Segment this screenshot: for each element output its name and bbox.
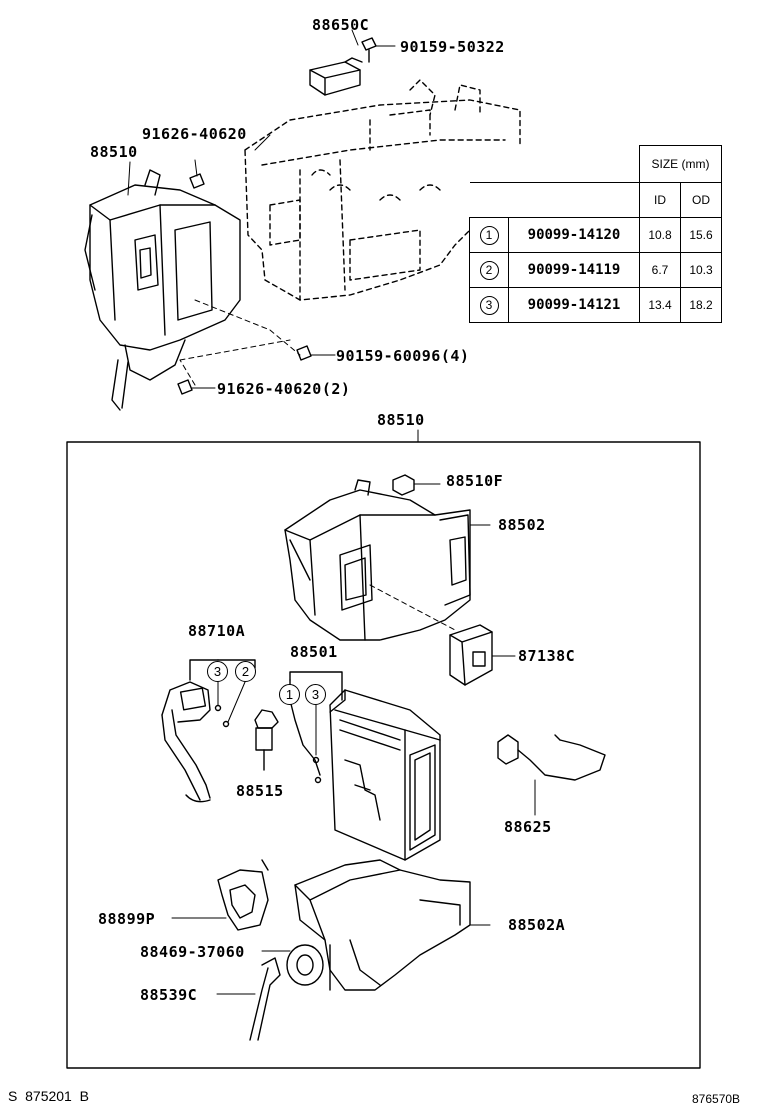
callout-90159-50322: 90159-50322 [400,38,505,56]
callout-88501: 88501 [290,643,338,661]
oring-dots-88501 [312,704,322,784]
relay-drawing [309,57,363,96]
callout-87138c: 87138C [518,647,576,665]
ref-circle-3-valve: 3 [207,661,228,682]
callout-90159-60096: 90159-60096(4) [336,347,470,365]
part-88539c-drawing [216,957,281,1041]
screw-91626-40620-drawing [189,159,205,189]
ref-circle-2-valve: 2 [235,661,256,682]
callout-88502a: 88502A [508,916,566,934]
part-88515-drawing [254,709,279,771]
row-od: 18.2 [680,287,722,323]
callout-88510-box: 88510 [377,411,425,429]
callout-88502: 88502 [498,516,546,534]
col-od-header: OD [680,182,722,218]
screw-90159-50322-drawing [361,37,396,63]
table-row: 2 90099-14119 6.7 10.3 [469,252,722,288]
size-table-blank [469,145,640,183]
size-table: SIZE (mm) ID OD 1 90099-14120 10.8 15.6 … [469,145,722,323]
callout-88539c: 88539C [140,986,198,1004]
size-header: SIZE (mm) [639,145,722,183]
oring-dots-88710a [214,681,246,728]
ac-housing-drawing [244,79,521,301]
callout-88710a: 88710A [188,622,246,640]
top-leader-dashes [179,299,301,386]
case-88502-drawing [284,479,491,641]
part-88899p-drawing [171,859,269,931]
screw-90159-60096-drawing [296,345,336,361]
callout-88650c: 88650C [312,16,370,34]
part-88469-37060-drawing [261,944,324,986]
size-table-blank-2 [470,183,640,218]
part-88510f-drawing [392,474,441,496]
callout-88510f: 88510F [446,472,504,490]
row-od: 15.6 [680,217,722,253]
row-id: 10.8 [639,217,681,253]
callout-88899p: 88899P [98,910,156,928]
row-id: 6.7 [639,252,681,288]
part-88625-drawing [497,734,606,816]
row-part: 90099-14121 [508,287,640,323]
row-part: 90099-14120 [508,217,640,253]
table-row: 1 90099-14120 10.8 15.6 [469,217,722,253]
callout-88625: 88625 [504,818,552,836]
row-num: 3 [479,295,499,315]
row-od: 10.3 [680,252,722,288]
callout-88469-37060: 88469-37060 [140,943,245,961]
callout-91626-40620-2: 91626-40620(2) [217,380,351,398]
part-88710a-drawing [161,659,256,803]
top-leader-lines [127,29,359,196]
table-row: 3 90099-14121 13.4 18.2 [469,287,722,323]
callout-88510-top: 88510 [90,143,138,161]
row-part: 90099-14119 [508,252,640,288]
ref-circle-3-core: 3 [305,684,326,705]
row-num: 1 [479,225,499,245]
part-87138c-drawing [449,624,516,686]
evaporator-unit-top-drawing [84,169,241,411]
col-id-header: ID [639,182,681,218]
callout-88515: 88515 [236,782,284,800]
case-88502a-drawing [294,859,491,991]
screw-91626-40620-2-drawing [177,379,216,395]
callout-91626-40620: 91626-40620 [142,125,247,143]
assembly-frame [66,441,701,1069]
row-num: 2 [479,260,499,280]
footer-left-code: S 875201 B [8,1088,89,1104]
footer-right-code: 876570B [692,1092,741,1106]
ref-circle-1-core: 1 [279,684,300,705]
row-id: 13.4 [639,287,681,323]
